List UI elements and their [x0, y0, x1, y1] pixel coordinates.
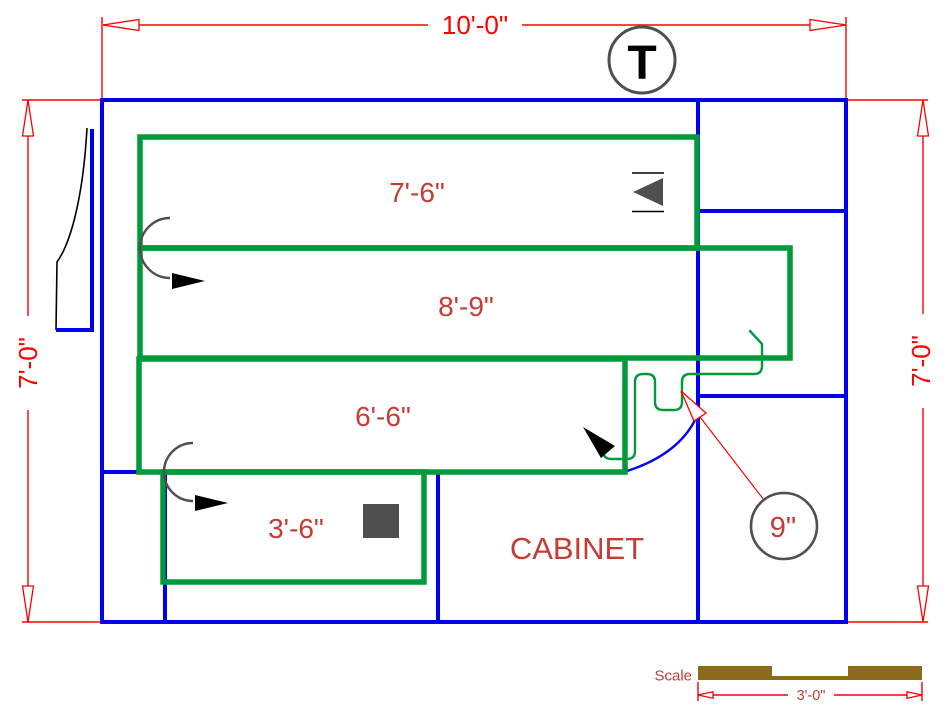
- flex-duct: [601, 329, 764, 461]
- duct4-label: 3'-6": [268, 513, 324, 544]
- airflow-arrow-icon: [172, 273, 205, 289]
- dimension-arrow-icon: [102, 18, 140, 32]
- scale-dimension-text: 3'-0": [797, 688, 826, 704]
- callout-circle-icon: [749, 491, 819, 561]
- dimension-right-text: 7'-0": [906, 335, 936, 387]
- scale-bar: Scale 3'-0": [654, 666, 923, 704]
- leader-line: [699, 416, 765, 501]
- supply-register-icon: [632, 172, 664, 213]
- cabinet-door-swing-arc: [626, 415, 699, 473]
- thermostat-symbol: T: [607, 25, 677, 95]
- cabinet-label: CABINET: [510, 531, 644, 566]
- thermostat-circle-icon: [607, 25, 677, 95]
- takeoff-symbol-1: [138, 216, 205, 289]
- dimension-arrow-icon: [916, 99, 930, 137]
- airflow-arrow-icon: [583, 427, 615, 458]
- dimension-arrow-icon: [809, 18, 847, 32]
- airflow-arrow-icon: [195, 495, 228, 511]
- dimension-arrow-icon: [697, 690, 714, 700]
- scale-bar-white-segment: [772, 666, 848, 676]
- dimension-top-text: 10'-0": [442, 10, 508, 40]
- dimension-arrow-icon: [21, 99, 35, 137]
- takeoff-arc-icon: [162, 441, 194, 503]
- door-swing-curve: [55, 127, 88, 331]
- duct2-label: 8'-9": [438, 291, 494, 322]
- dimension-arrow-icon: [916, 585, 930, 623]
- damper-square-icon: [363, 504, 399, 538]
- callout-text: 9": [770, 512, 796, 544]
- duct-runs: [136, 134, 793, 585]
- dimension-left: 7'-0": [13, 99, 100, 623]
- annotations: 7'-6" 8'-9" 6'-6" 3'-6" CABINET: [268, 177, 644, 566]
- register-triangle-icon: [633, 178, 663, 206]
- entry-door: [55, 127, 94, 332]
- takeoff-arc-icon: [138, 216, 171, 280]
- dimension-arrow-icon: [21, 585, 35, 623]
- outer-wall: [100, 98, 848, 624]
- dimension-right: 7'-0": [846, 99, 936, 623]
- scale-label: Scale: [654, 667, 692, 684]
- door-leaf: [56, 129, 94, 332]
- takeoff-symbol-2: [162, 441, 228, 511]
- thermostat-label: T: [627, 37, 656, 90]
- dimension-left-text: 7'-0": [13, 337, 43, 389]
- dimension-arrow-icon: [906, 690, 923, 700]
- leader-arrow-icon: [680, 390, 708, 422]
- duct-run-4: [160, 469, 427, 585]
- duct3-label: 6'-6": [355, 401, 411, 432]
- duct1-label: 7'-6": [389, 177, 445, 208]
- flex-duct-callout: 9": [680, 390, 819, 561]
- dimension-top: 10'-0": [101, 10, 847, 98]
